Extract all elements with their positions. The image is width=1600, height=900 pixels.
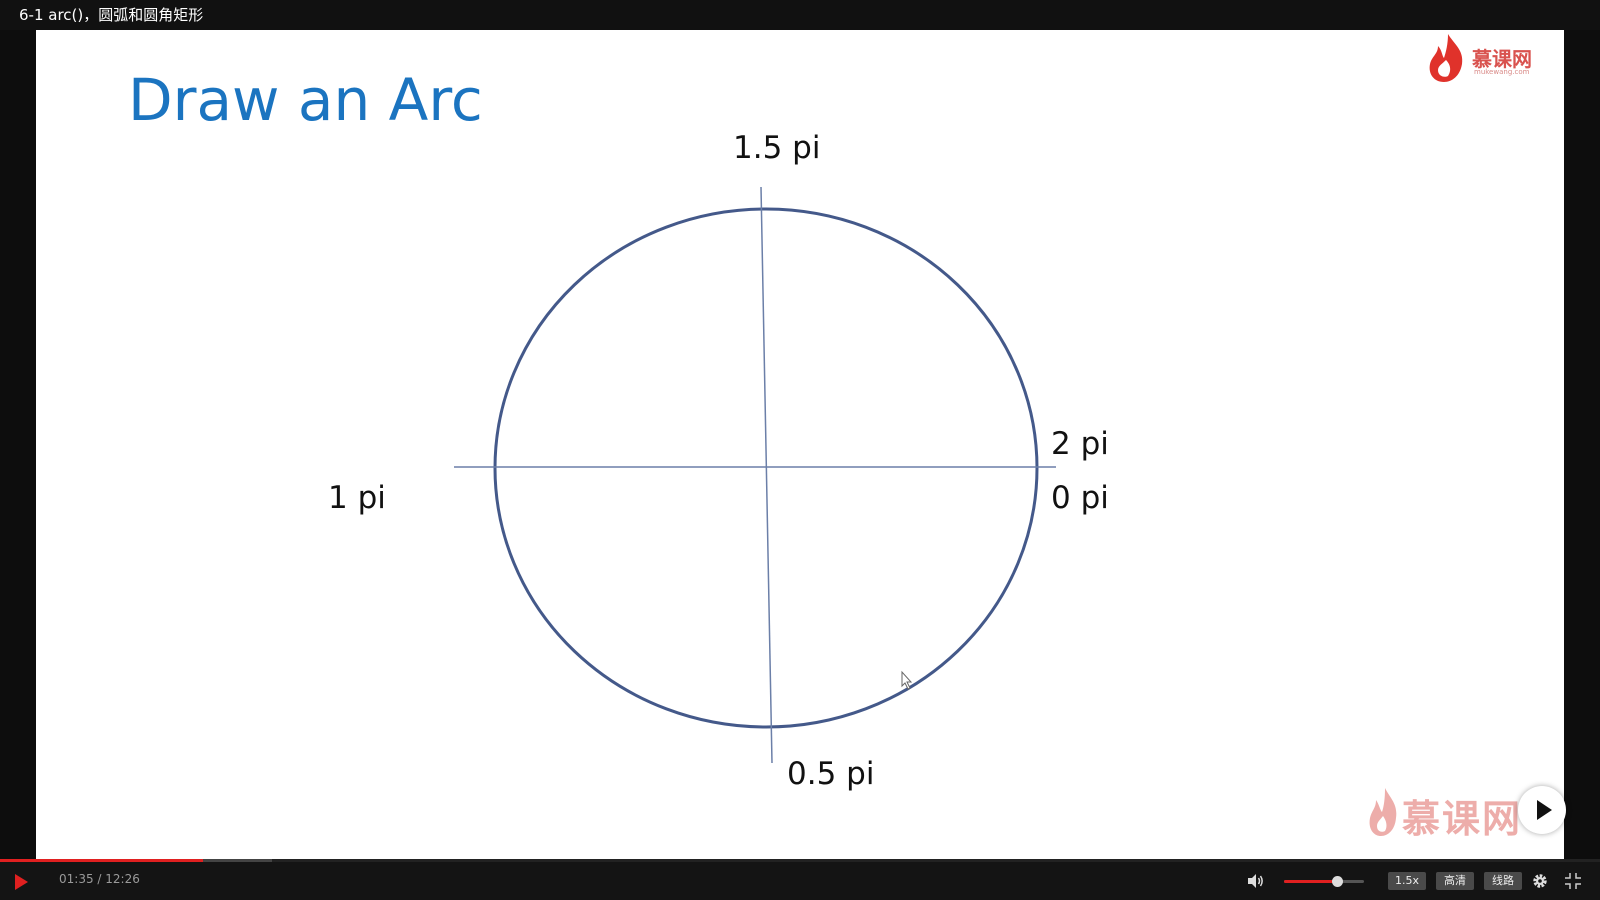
progress-bar[interactable] [0, 859, 1600, 862]
logo-subtext: mukewang.com [1474, 68, 1530, 76]
volume-button[interactable] [1247, 873, 1265, 889]
play-icon [15, 874, 28, 890]
label-0-pi: 0 pi [1051, 480, 1109, 516]
label-0-5-pi: 0.5 pi [787, 756, 875, 792]
speed-button[interactable]: 1.5x [1388, 872, 1426, 890]
label-1-pi: 1 pi [328, 480, 386, 516]
volume-handle[interactable] [1331, 876, 1343, 887]
watermark-flame-icon [1369, 788, 1397, 836]
vertical-axis [760, 186, 773, 764]
exit-fullscreen-icon [1565, 873, 1581, 889]
volume-slider[interactable] [1284, 876, 1364, 887]
video-title: 6-1 arc()，圆弧和圆角矩形 [0, 0, 1600, 30]
label-2-pi: 2 pi [1051, 426, 1109, 462]
control-bar: 01:35 / 12:26 1.5x 高清 线路 [0, 862, 1600, 900]
mouse-cursor-icon [901, 670, 913, 690]
flame-icon [1429, 34, 1463, 82]
play-overlay-icon [1537, 800, 1552, 820]
slide-title: Draw an Arc [128, 66, 483, 134]
route-button[interactable]: 线路 [1484, 872, 1522, 890]
progress-played [0, 859, 204, 862]
volume-icon [1248, 874, 1263, 888]
gear-icon [1533, 874, 1547, 888]
settings-button[interactable] [1531, 872, 1549, 890]
slide-content[interactable]: Draw an Arc 慕课网 mukewang.com 1.5 pi 2 pi… [36, 30, 1564, 860]
arc-diagram [454, 186, 1056, 764]
watermark: 慕课网 [1366, 782, 1536, 842]
unit-circle [493, 207, 1039, 729]
time-display: 01:35 / 12:26 [59, 872, 140, 886]
exit-fullscreen-button[interactable] [1564, 872, 1582, 890]
watermark-text: 慕课网 [1402, 797, 1523, 841]
brand-logo: 慕课网 mukewang.com [1424, 30, 1544, 86]
label-1-5-pi: 1.5 pi [733, 130, 821, 166]
volume-level [1284, 880, 1337, 883]
overlay-play-button[interactable] [1518, 786, 1566, 834]
play-button[interactable] [10, 871, 32, 893]
logo-text: 慕课网 [1472, 47, 1532, 71]
quality-button[interactable]: 高清 [1436, 872, 1474, 890]
